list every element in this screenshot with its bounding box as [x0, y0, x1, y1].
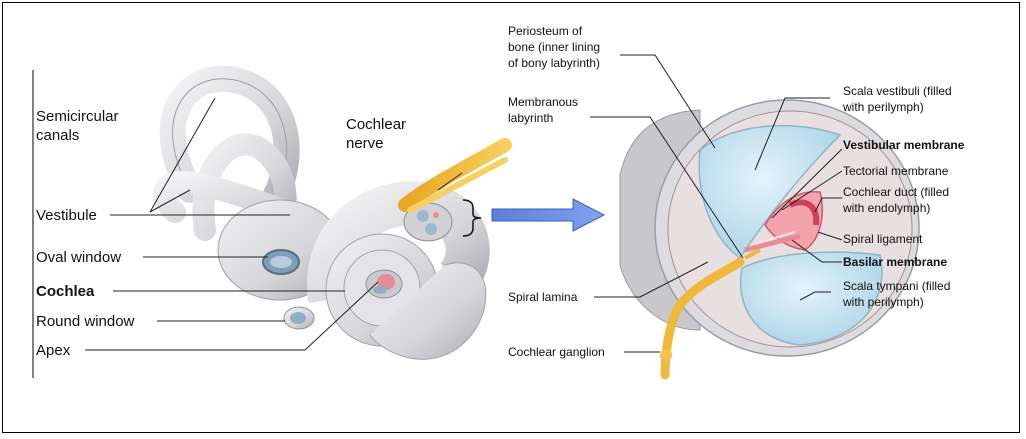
label-round-window: Round window — [36, 313, 135, 330]
arrow-right-icon — [492, 199, 604, 231]
label-periosteum: Periosteum of bone (inner lining of bony… — [508, 24, 603, 70]
label-vestibular-membrane: Vestibular membrane — [843, 138, 965, 152]
label-cochlear-nerve: Cochlear nerve — [346, 116, 410, 152]
label-oval-window: Oval window — [36, 249, 121, 266]
bony-labyrinth-illustration — [164, 79, 505, 360]
label-cochlea: Cochlea — [36, 283, 95, 300]
label-basilar-membrane: Basilar membrane — [843, 255, 947, 269]
label-apex: Apex — [36, 342, 71, 359]
label-spiral-ligament: Spiral ligament — [843, 232, 923, 246]
label-scala-vestibuli: Scala vestibuli (filled with perilymph) — [842, 84, 955, 114]
label-vestibule: Vestibule — [36, 207, 97, 224]
label-membranous-labyrinth: Membranous labyrinth — [508, 95, 581, 125]
label-spiral-lamina: Spiral lamina — [508, 290, 578, 304]
label-semicircular-canals: Semicircular canals — [36, 108, 123, 144]
label-tectorial-membrane: Tectorial membrane — [843, 164, 949, 178]
label-cochlear-ganglion: Cochlear ganglion — [508, 345, 605, 359]
